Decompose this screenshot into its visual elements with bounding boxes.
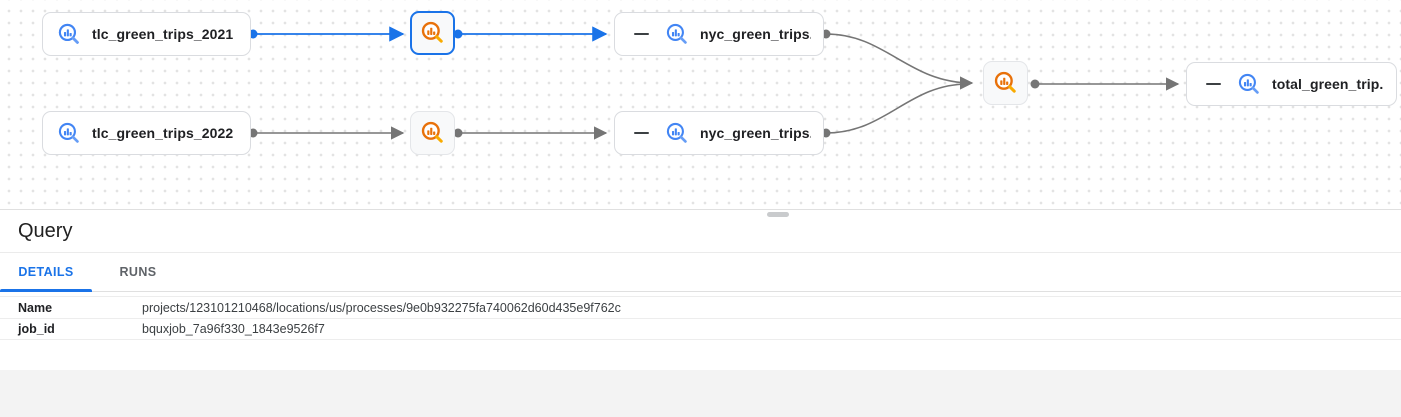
panel-resize-handle[interactable] xyxy=(767,212,789,217)
details-panel: Query DETAILS RUNS Name projects/1231012… xyxy=(0,210,1401,340)
table-lineage-icon xyxy=(665,22,690,47)
table-row: job_id bquxjob_7a96f330_1843e9526f7 xyxy=(0,318,1401,340)
tab-runs[interactable]: RUNS xyxy=(92,253,184,291)
process-node-job-merge[interactable] xyxy=(983,61,1028,105)
table-node-label: nyc_green_trips... xyxy=(700,125,811,141)
process-lineage-icon xyxy=(420,20,446,46)
table-node-total-green-trips[interactable]: total_green_trip... xyxy=(1186,62,1397,106)
process-node-job-2021[interactable] xyxy=(410,11,455,55)
tab-details[interactable]: DETAILS xyxy=(0,253,92,292)
table-node-nyc-green-trips-2021[interactable]: nyc_green_trips... xyxy=(614,12,824,56)
process-node-job-2022[interactable] xyxy=(410,111,455,155)
process-lineage-icon xyxy=(420,120,446,146)
process-lineage-icon xyxy=(993,70,1019,96)
table-node-label: tlc_green_trips_2021 xyxy=(92,26,234,42)
table-row: Name projects/123101210468/locations/us/… xyxy=(0,296,1401,318)
table-node-tlc-green-trips-2021[interactable]: tlc_green_trips_2021 xyxy=(42,12,251,56)
table-lineage-icon xyxy=(1237,72,1262,97)
lineage-graph-canvas[interactable]: tlc_green_trips_2021 xyxy=(0,0,1401,210)
detail-key: Name xyxy=(18,300,53,315)
table-node-label: tlc_green_trips_2022 xyxy=(92,125,234,141)
detail-value: projects/123101210468/locations/us/proce… xyxy=(142,300,621,315)
collapse-icon[interactable] xyxy=(633,125,649,141)
detail-key: job_id xyxy=(18,322,55,336)
table-node-nyc-green-trips-2022[interactable]: nyc_green_trips... xyxy=(614,111,824,155)
panel-title: Query xyxy=(18,219,73,242)
sql-code-block: CREATE TABLE `myproject.data_lineage_dem… xyxy=(0,370,1401,417)
details-table: Name projects/123101210468/locations/us/… xyxy=(0,296,1401,340)
table-node-label: total_green_trip... xyxy=(1272,76,1384,92)
collapse-icon[interactable] xyxy=(633,26,649,42)
table-node-tlc-green-trips-2022[interactable]: tlc_green_trips_2022 xyxy=(42,111,251,155)
table-lineage-icon xyxy=(57,121,82,146)
panel-tabs: DETAILS RUNS xyxy=(0,253,1401,292)
table-lineage-icon xyxy=(665,121,690,146)
detail-value: bquxjob_7a96f330_1843e9526f7 xyxy=(142,322,325,336)
table-node-label: nyc_green_trips... xyxy=(700,26,811,42)
panel-header: Query xyxy=(0,210,1401,253)
table-lineage-icon xyxy=(57,22,82,47)
collapse-icon[interactable] xyxy=(1205,76,1221,92)
